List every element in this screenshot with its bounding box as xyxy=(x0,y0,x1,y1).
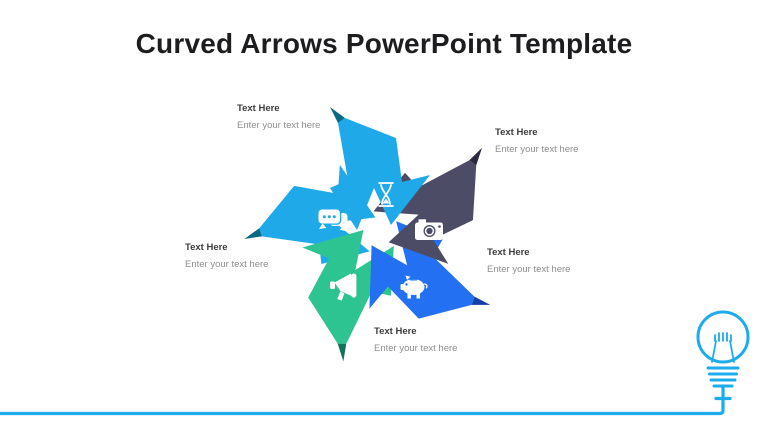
step-heading: Text Here xyxy=(237,103,280,114)
step-body: Enter your text here xyxy=(495,144,579,155)
slide-title: Curved Arrows PowerPoint Template xyxy=(135,28,633,59)
step-heading: Text Here xyxy=(495,127,538,138)
blade-top-body xyxy=(330,118,430,230)
step-heading: Text Here xyxy=(185,242,228,253)
step-body: Enter your text here xyxy=(185,259,269,270)
lightbulb-icon xyxy=(696,310,750,401)
blade-top-fold xyxy=(330,107,345,123)
step-heading: Text Here xyxy=(487,247,530,258)
step-label-left: Text Here Enter your text here xyxy=(185,242,268,270)
piggy-bank-icon xyxy=(400,275,428,299)
blade-right-fold xyxy=(469,147,483,166)
blade-bottom-right-body xyxy=(369,221,475,319)
step-body: Enter your text here xyxy=(487,264,571,275)
bottom-wire xyxy=(0,397,725,416)
step-label-bottom: Text Here Enter your text here xyxy=(374,326,457,354)
blade-bottom-left-fold xyxy=(337,343,347,362)
blade-left-fold xyxy=(244,228,262,240)
step-body: Enter your text here xyxy=(374,343,458,354)
step-label-right-bottom: Text Here Enter your text here xyxy=(487,247,570,275)
step-body: Enter your text here xyxy=(237,120,321,131)
step-label-right-top: Text Here Enter your text here xyxy=(495,127,578,155)
blade-top xyxy=(330,107,430,230)
blade-bottom-right-fold xyxy=(471,296,491,305)
blade-bottom-right xyxy=(369,221,491,319)
hourglass-icon xyxy=(378,182,394,207)
step-heading: Text Here xyxy=(374,326,417,337)
chat-icon xyxy=(317,208,348,232)
step-label-top: Text Here Enter your text here xyxy=(237,103,320,131)
camera-icon xyxy=(415,219,443,240)
megaphone-icon xyxy=(330,273,357,301)
